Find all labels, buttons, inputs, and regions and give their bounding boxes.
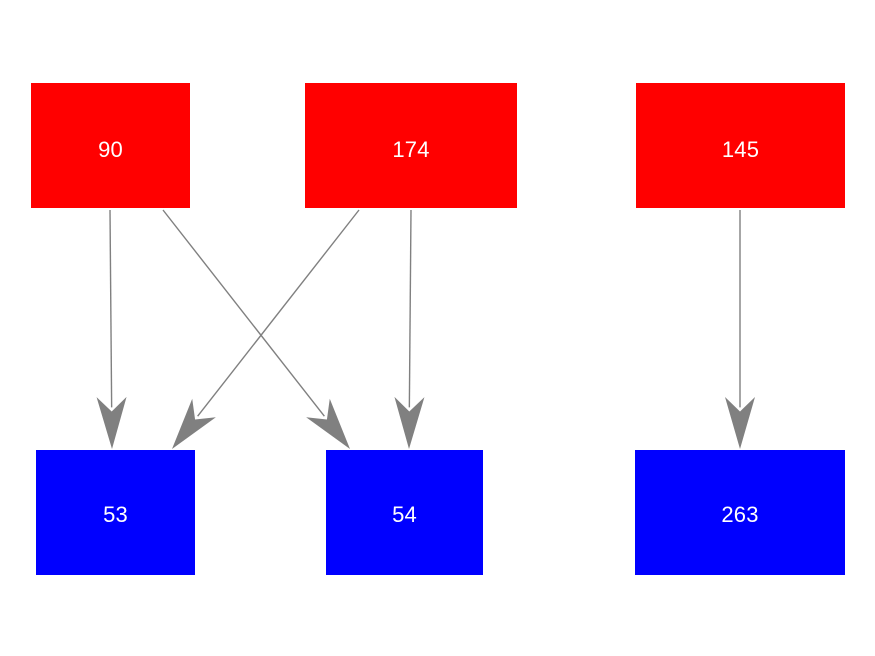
node-target-54[interactable]: 54 bbox=[326, 450, 483, 575]
node-label: 263 bbox=[721, 502, 759, 527]
edge-group bbox=[96, 209, 755, 449]
node-label: 174 bbox=[392, 137, 430, 162]
arrowhead-90-to-54 bbox=[306, 398, 350, 449]
edge-line-90-to-54 bbox=[162, 209, 325, 417]
arrowhead-145-to-263 bbox=[725, 397, 755, 449]
node-source-90[interactable]: 90 bbox=[31, 83, 190, 208]
node-source-145[interactable]: 145 bbox=[636, 83, 845, 208]
edge-line-90-to-53 bbox=[109, 209, 113, 408]
edge-line-174-to-53 bbox=[197, 209, 360, 417]
node-source-174[interactable]: 174 bbox=[305, 83, 517, 208]
arrowhead-174-to-54 bbox=[394, 396, 425, 449]
arrowhead-90-to-53 bbox=[96, 396, 127, 449]
edge-line-174-to-54 bbox=[408, 209, 412, 408]
node-label: 54 bbox=[392, 502, 417, 527]
arrowhead-174-to-53 bbox=[172, 398, 216, 449]
node-target-53[interactable]: 53 bbox=[36, 450, 195, 575]
node-target-263[interactable]: 263 bbox=[635, 450, 845, 575]
node-label: 145 bbox=[721, 137, 760, 162]
node-label: 53 bbox=[103, 502, 128, 527]
node-label: 90 bbox=[98, 137, 123, 162]
